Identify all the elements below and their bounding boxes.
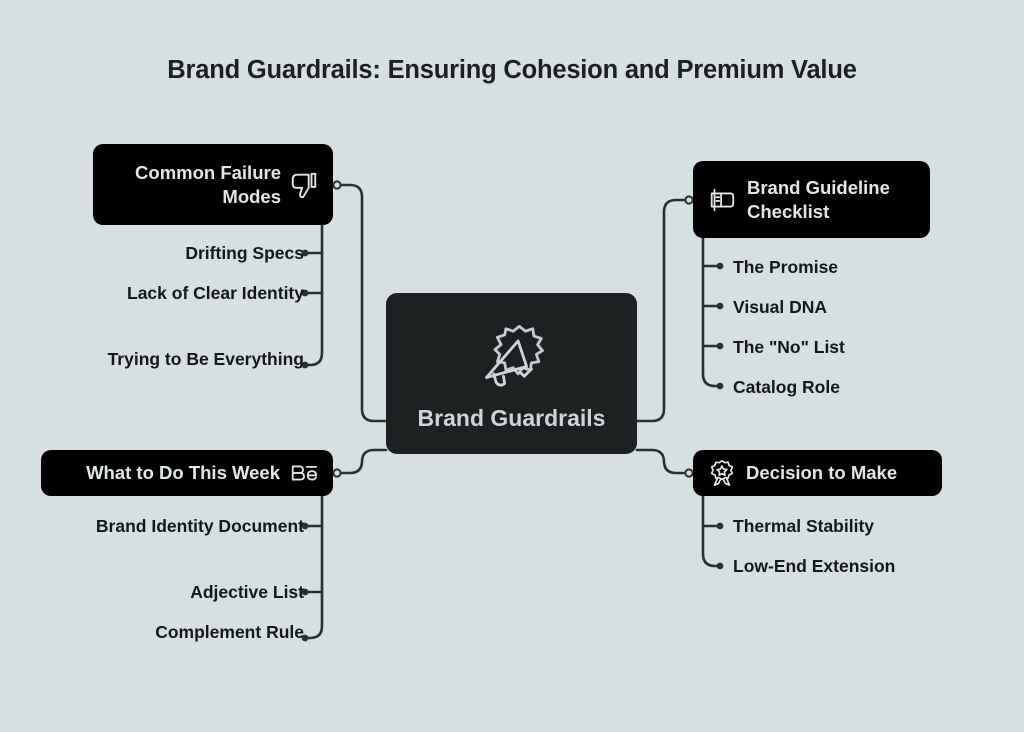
branch-label-decision-to-make: Decision to Make (746, 462, 898, 484)
wire-center-to-week (336, 448, 388, 475)
leaf-drifting-specs[interactable]: Drifting Specs (185, 243, 304, 263)
wire-dot-week (332, 468, 342, 478)
central-node[interactable]: Brand Guardrails (386, 293, 637, 454)
wire-dot-decision-2 (716, 562, 724, 570)
wire-dot-checklist-4 (716, 382, 724, 390)
wire-spine-failure (304, 223, 324, 367)
thumbs-down-icon (291, 172, 317, 198)
leaf-visual-dna[interactable]: Visual DNA (733, 297, 828, 317)
award-ribbon-icon (710, 459, 734, 487)
wire-dot-checklist (684, 195, 694, 205)
branch-label-common-failure-modes: Common Failure Modes (135, 162, 281, 207)
branch-node-decision-to-make[interactable]: Decision to Make (693, 450, 942, 496)
branch-node-what-to-do-this-week[interactable]: What to Do This Week (41, 450, 333, 496)
branch-label-what-to-do-this-week: What to Do This Week (86, 462, 280, 484)
leaf-the-promise[interactable]: The Promise (733, 257, 839, 277)
leaf-adjective-list[interactable]: Adjective List (190, 582, 304, 602)
behance-icon (291, 465, 318, 481)
wire-dot-checklist-1 (716, 262, 724, 270)
wire-dot-checklist-2 (716, 302, 724, 310)
leaf-low-end-extension[interactable]: Low-End Extension (733, 556, 896, 576)
megaphone-icon (484, 324, 544, 387)
wire-center-to-checklist (635, 198, 690, 423)
leaf-lack-of-clear-identity[interactable]: Lack of Clear Identity (127, 283, 304, 303)
wire-dot-checklist-3 (716, 342, 724, 350)
branch-label-brand-guideline-checklist: Brand Guideline Checklist (747, 177, 890, 222)
wire-dot-failure (332, 180, 342, 190)
branch-node-common-failure-modes[interactable]: Common Failure Modes (93, 144, 333, 225)
leaf-thermal-stability[interactable]: Thermal Stability (733, 516, 875, 536)
wire-dot-decision-1 (716, 522, 724, 530)
branch-node-brand-guideline-checklist[interactable]: Brand Guideline Checklist (693, 161, 930, 238)
wire-spine-week (304, 494, 324, 640)
page-title: Brand Guardrails: Ensuring Cohesion and … (167, 56, 857, 84)
wire-center-to-decision (635, 448, 690, 475)
wire-dot-decision (684, 468, 694, 478)
leaf-trying-to-be-everything[interactable]: Trying to Be Everything (107, 349, 304, 369)
central-node-label: Brand Guardrails (417, 405, 606, 431)
leaf-brand-identity-document[interactable]: Brand Identity Document (95, 516, 304, 536)
wire-spine-decision (701, 494, 721, 568)
leaf-catalog-role[interactable]: Catalog Role (733, 377, 840, 397)
leaf-the-no-list[interactable]: The "No" List (733, 337, 845, 357)
book-card-icon (710, 188, 735, 211)
wire-center-to-failure (336, 183, 388, 423)
wire-spine-checklist (701, 236, 721, 388)
leaf-complement-rule[interactable]: Complement Rule (155, 622, 304, 642)
